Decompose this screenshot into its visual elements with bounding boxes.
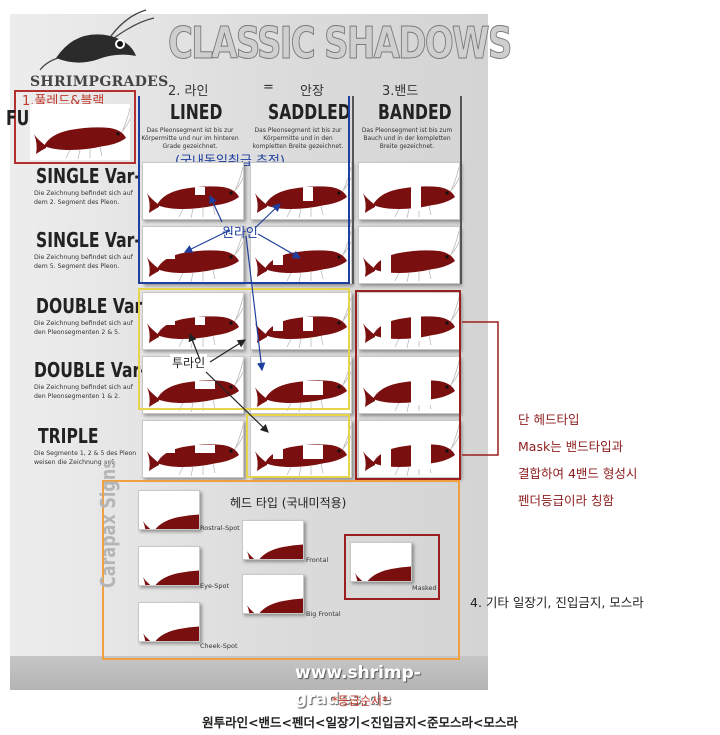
shrimp-drawing: [143, 626, 199, 641]
shrimp-lined-single-2: [142, 226, 244, 284]
shrimp-drawing: [363, 424, 459, 477]
shrimp-drawing: [34, 107, 130, 160]
col-title-banded: BANDED: [378, 100, 452, 124]
shrimp-drawing: [143, 570, 199, 585]
shrimp-banded-double-2: [358, 356, 460, 414]
row-title-triple: TRIPLE: [38, 424, 99, 448]
row-title-double-2: DOUBLE Var-2: [34, 358, 158, 382]
korean-saddle-label: 안장: [300, 84, 324, 99]
label-cheek-spot: Cheek-Spot: [200, 642, 238, 650]
shrimp-drawing: [147, 230, 243, 283]
note-one-line: 원라인: [222, 226, 258, 241]
col-title-saddled: SADDLED: [268, 100, 351, 124]
note-red-2: Mask는 밴드타입과: [518, 439, 624, 454]
shrimp-drawing: [143, 514, 199, 529]
frame-two-line-triple: [246, 414, 350, 478]
korean-band-label: 3.밴드: [382, 84, 419, 99]
shrimp-saddled-double-1: [250, 292, 352, 350]
shrimp-drawing: [363, 296, 459, 349]
korean-equals: =: [263, 80, 274, 95]
note-red-4: 펜더등급이라 칭함: [518, 493, 614, 508]
label-big-frontal: Big Frontal: [306, 610, 341, 618]
note-red-3: 결합하여 4밴드 형성시: [518, 466, 638, 481]
shrimp-drawing: [255, 424, 351, 477]
page-title: CLASSIC SHADOWS: [168, 18, 513, 70]
frame-banded-red: [355, 290, 461, 480]
shrimp-banded-single-2: [358, 226, 460, 284]
shrimp-eye-spot: [138, 546, 200, 586]
shrimp-drawing: [147, 424, 243, 477]
shrimp-drawing: [247, 598, 303, 613]
note-other: 4. 기타 일장기, 진입금지, 모스라: [470, 595, 644, 610]
col-desc-banded: Das Pleonsegment ist bis zum Bauch und i…: [361, 127, 453, 150]
shrimp-drawing: [147, 296, 243, 349]
full-frame: [14, 90, 136, 164]
frame-carapax: [102, 480, 460, 660]
shrimp-big-frontal: [242, 574, 304, 614]
row-title-single-2: SINGLE Var-2: [36, 228, 152, 252]
shrimp-banded-single-1: [358, 162, 460, 220]
frame-two-line: [138, 288, 350, 410]
shrimp-frontal: [242, 520, 304, 560]
shrimp-drawing: [363, 166, 459, 219]
row-desc-double-2: Die Zeichnung befindet sich auf den Pleo…: [34, 384, 133, 400]
shrimp-lined-triple: [142, 420, 244, 478]
label-eye-spot: Eye-Spot: [200, 582, 230, 590]
row-desc-single-2: Die Zeichnung befindet sich auf dem 5. S…: [34, 254, 133, 270]
shrimp-rostral-spot: [138, 490, 200, 530]
logo-text: SHRIMPGRADES: [30, 74, 169, 90]
shrimp-logo-icon: [39, 9, 155, 71]
shrimp-banded-triple: [358, 420, 460, 478]
frame-banded-column: [352, 96, 462, 284]
shrimp-drawing: [363, 230, 459, 283]
grade-order-body: 원투라인<밴드<펜더<일장기<진입금지<준모스라<모스라: [202, 715, 518, 730]
label-frontal: Frontal: [306, 556, 329, 564]
logo: SHRIMPGRADES: [30, 8, 169, 94]
korean-line-label: 2. 라인: [168, 84, 209, 99]
label-rostral-spot: Rostral-Spot: [200, 524, 240, 532]
shrimp-cheek-spot: [138, 602, 200, 642]
shrimp-banded-double-1: [358, 292, 460, 350]
note-head-type: 헤드 타입 (국내미적용): [230, 496, 347, 510]
label-masked: Masked: [412, 584, 437, 592]
note-two-line: 투라인: [170, 354, 208, 371]
col-title-lined: LINED: [170, 100, 223, 124]
note-red-1: 단 헤드타입: [518, 412, 580, 427]
row-desc-double-1: Die Zeichnung befindet sich auf den Pleo…: [34, 320, 133, 336]
shrimp-full: [30, 104, 130, 160]
shrimp-drawing: [355, 566, 411, 581]
shrimp-masked: [350, 542, 412, 582]
frame-lined-saddled: [138, 96, 350, 284]
frame-masked: [344, 534, 440, 600]
grade-order-title: *등급순서*: [331, 694, 389, 708]
row-title-single-1: SINGLE Var-1: [36, 164, 152, 188]
carapax-label: Carapax Signs: [96, 459, 120, 588]
shrimp-drawing: [363, 360, 459, 413]
shrimp-drawing: [247, 544, 303, 559]
row-desc-triple: Die Segmente 1, 2 & 5 des Pleon weisen d…: [34, 450, 137, 466]
panel-footer-bar: [10, 656, 488, 690]
col-desc-saddled: Das Pleonsegment ist bis zur Körpermitte…: [252, 127, 344, 150]
website-url: www.shrimp-grades.de: [295, 663, 421, 709]
row-desc-single-1: Die Zeichnung befindet sich auf dem 2. S…: [34, 190, 133, 206]
col-equals: =: [234, 100, 248, 124]
col-desc-lined: Das Pleonsegment ist bis zur Körpermitte…: [141, 127, 239, 150]
